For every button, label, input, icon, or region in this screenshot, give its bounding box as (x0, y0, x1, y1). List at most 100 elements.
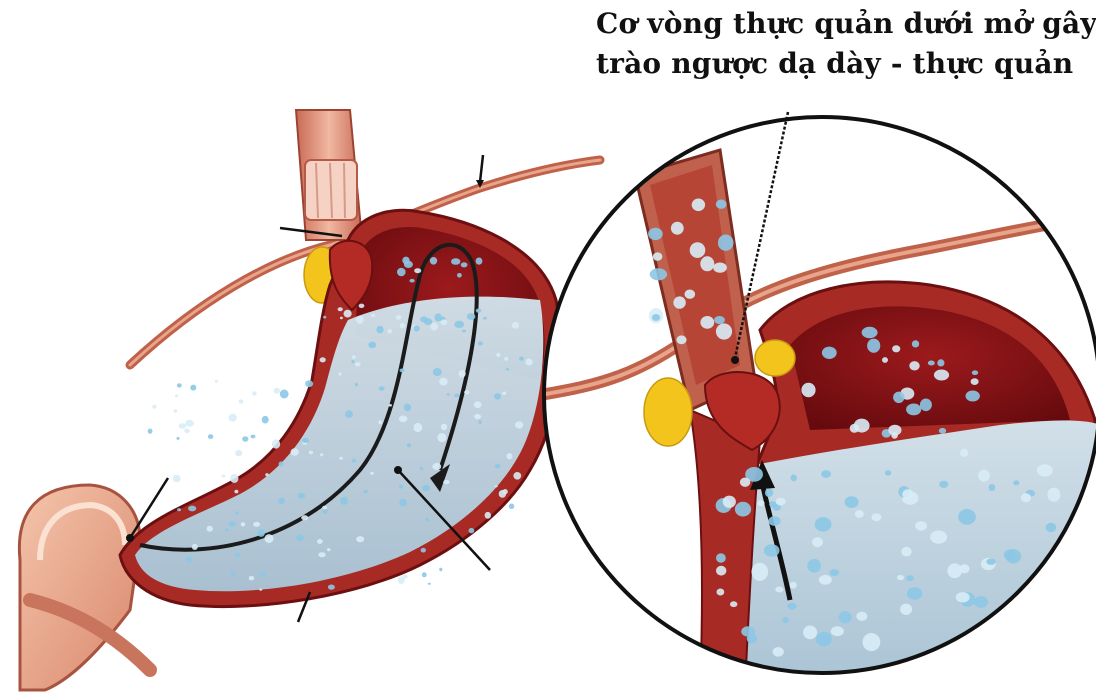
droplet (368, 342, 376, 349)
droplet (862, 327, 878, 338)
droplet (338, 307, 343, 311)
droplet (376, 326, 383, 334)
droplet (430, 257, 437, 265)
droplet (279, 461, 284, 466)
droplet (909, 361, 919, 370)
droplet (867, 339, 880, 353)
droplet (352, 360, 355, 363)
droplet (399, 499, 407, 507)
droplet (653, 252, 663, 260)
droplet (716, 553, 726, 562)
droplet (190, 385, 196, 391)
droplet (459, 370, 466, 377)
magnified-view (540, 115, 1096, 690)
droplet (252, 391, 256, 395)
droplet (978, 470, 990, 482)
droplet (1013, 480, 1019, 485)
droplet (716, 323, 732, 339)
droplet (359, 304, 365, 308)
droplet (816, 632, 832, 647)
droplet (320, 453, 323, 456)
droplet (407, 443, 411, 447)
droplet (476, 258, 483, 265)
droplet (692, 199, 705, 212)
droplet (323, 509, 328, 514)
droplet (773, 647, 784, 657)
droplet (769, 501, 776, 507)
droplet (971, 378, 979, 385)
droplet (298, 493, 305, 499)
droplet (305, 380, 313, 387)
droplet (186, 557, 193, 563)
droplet (855, 510, 864, 518)
droplet (339, 457, 343, 460)
droplet (685, 290, 696, 299)
droplet (956, 592, 970, 602)
droplet (730, 601, 737, 607)
droplet (469, 528, 475, 533)
droplet (912, 340, 919, 347)
droplet (652, 314, 660, 321)
droplet (396, 315, 402, 320)
droplet (960, 449, 968, 457)
droplet (735, 502, 751, 517)
droplet (176, 437, 179, 440)
esophagus (296, 110, 362, 240)
caption-annotation: Cơ vòng thực quản dưới mở gây trào ngược… (596, 4, 1076, 84)
droplet (148, 429, 153, 434)
droplet (177, 383, 182, 387)
droplet (327, 548, 331, 551)
droplet (388, 404, 392, 407)
droplet (986, 559, 995, 565)
droplet (958, 509, 976, 525)
droplet (371, 314, 375, 318)
droplet (939, 428, 946, 434)
droplet (173, 475, 181, 483)
droplet (414, 423, 423, 432)
droplet (399, 484, 403, 488)
droplet (937, 359, 944, 366)
droplet (352, 355, 356, 359)
droplet (296, 534, 303, 541)
droplet (420, 467, 423, 470)
droplet (775, 587, 783, 593)
droplet (301, 515, 308, 520)
droplet (974, 596, 988, 608)
droplet (414, 268, 421, 273)
droplet (495, 464, 501, 468)
droplet (454, 394, 459, 398)
droplet (718, 235, 734, 251)
droplet (791, 474, 797, 481)
droplet (723, 496, 736, 508)
droplet (379, 386, 385, 390)
droplet (439, 378, 447, 386)
droplet (422, 485, 430, 492)
droplet (454, 321, 464, 328)
droplet (235, 553, 241, 558)
droplet (318, 552, 325, 557)
droplet (242, 436, 248, 442)
droplet (863, 633, 881, 651)
droplet (716, 566, 726, 576)
droplet (671, 222, 684, 235)
droplet (188, 506, 196, 512)
droplet (355, 362, 361, 366)
droplet (845, 496, 859, 508)
droplet (989, 484, 996, 491)
droplet (871, 513, 881, 521)
droplet (478, 341, 483, 345)
droplet (765, 489, 773, 498)
droplet (222, 475, 226, 478)
stomach-diagram (19, 110, 600, 690)
droplet (920, 399, 932, 412)
droplet (897, 575, 904, 580)
droplet (512, 322, 519, 329)
droplet (345, 410, 353, 418)
droplet (175, 395, 178, 398)
droplet (441, 424, 447, 431)
droplet (515, 421, 523, 428)
droplet (906, 404, 921, 416)
droplet (251, 435, 256, 439)
droplet (457, 273, 462, 278)
